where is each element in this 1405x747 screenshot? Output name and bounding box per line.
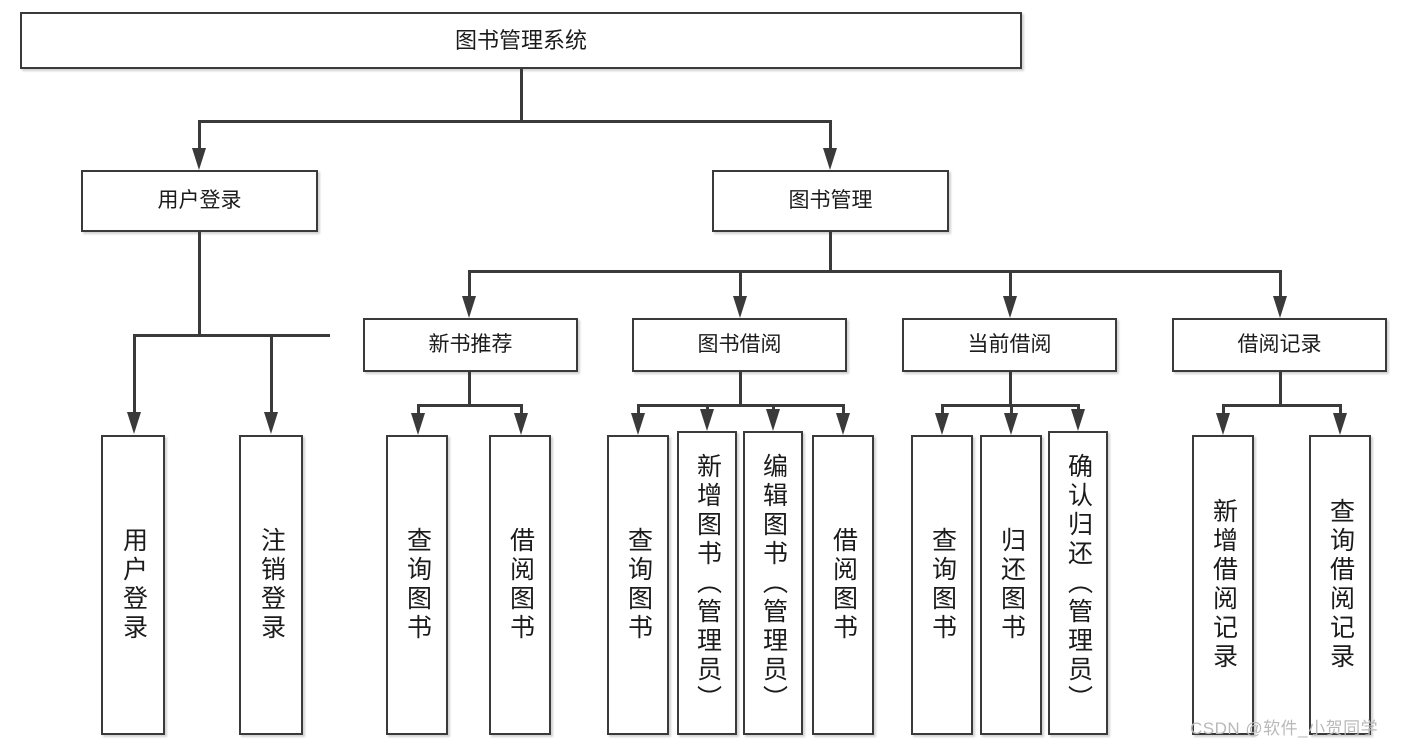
connector-drop-leaf-logout — [270, 334, 273, 414]
connector-drop-query-record — [1339, 404, 1342, 418]
leaf-query-book-newbook[interactable]: 查询图书 — [386, 435, 448, 735]
leaf-return-book[interactable]: 归还图书 — [980, 435, 1042, 735]
node-book-management-system[interactable]: 图书管理系统 — [20, 12, 1022, 69]
connector-borrow-record-bus — [1222, 404, 1341, 407]
node-label: 图书管理系统 — [454, 27, 587, 53]
leaf-query-book-borrow[interactable]: 查询图书 — [607, 435, 669, 735]
arrowhead-borrow-book-1 — [514, 413, 528, 435]
arrowhead-leaf-logout — [264, 412, 278, 434]
connector-drop-new-book-rec — [468, 270, 471, 298]
connector-root-bus — [198, 120, 832, 123]
node-label: 新书推荐 — [428, 332, 513, 356]
connector-drop-return-book — [1010, 404, 1013, 418]
leaf-borrow-book-borrow[interactable]: 借阅图书 — [812, 435, 874, 735]
node-label: 用户登录 — [119, 527, 148, 643]
node-label: 查询图书 — [403, 527, 432, 643]
leaf-user-login[interactable]: 用户登录 — [101, 435, 165, 735]
node-label: 借阅图书 — [829, 527, 858, 643]
arrowhead-query-record — [1333, 413, 1347, 435]
connector-drop-borrow-record — [1279, 270, 1282, 298]
node-label: 注销登录 — [257, 527, 286, 643]
arrowhead-book-manage — [823, 148, 837, 170]
arrowhead-query-book-1 — [411, 413, 425, 435]
arrowhead-edit-book — [766, 409, 780, 431]
connector-drop-book-manage — [829, 120, 832, 150]
arrowhead-add-book — [700, 409, 714, 431]
node-label: 查询借阅记录 — [1326, 498, 1355, 672]
node-label: 借阅图书 — [506, 527, 535, 643]
csdn-watermark: CSDN @软件_小贺同学 — [1190, 719, 1379, 738]
connector-drop-book-borrow — [739, 270, 742, 298]
node-label: 新增借阅记录 — [1209, 498, 1238, 672]
connector-book-manage-bus — [468, 270, 1282, 273]
node-label: 确认归还（管理员） — [1064, 452, 1093, 714]
connector-book-borrow-stem — [739, 372, 742, 406]
leaf-edit-book-admin[interactable]: 编辑图书（管理员） — [743, 431, 803, 735]
connector-drop-borrow-book-1 — [520, 404, 523, 418]
arrowhead-new-book-rec — [462, 296, 476, 318]
connector-drop-query-book-1 — [417, 404, 420, 418]
node-book-management[interactable]: 图书管理 — [712, 170, 949, 232]
node-label: 借阅记录 — [1237, 332, 1322, 356]
node-label: 图书借阅 — [697, 332, 782, 356]
connector-drop-user-login — [198, 120, 201, 150]
connector-drop-borrow-book-2 — [842, 404, 845, 418]
arrowhead-borrow-record — [1273, 296, 1287, 318]
arrowhead-query-book-3 — [935, 413, 949, 435]
connector-user-login-stem — [198, 232, 201, 334]
node-new-book-recommendation[interactable]: 新书推荐 — [363, 318, 578, 372]
node-label: 查询图书 — [624, 527, 653, 643]
node-user-login[interactable]: 用户登录 — [81, 170, 318, 232]
leaf-borrow-book-newbook[interactable]: 借阅图书 — [489, 435, 551, 735]
arrowhead-confirm-return — [1071, 409, 1085, 431]
node-label: 查询图书 — [928, 527, 957, 643]
arrowhead-leaf-user-login — [127, 412, 141, 434]
connector-drop-query-book-3 — [941, 404, 944, 418]
connector-book-manage-stem — [829, 232, 832, 272]
connector-drop-add-record — [1222, 404, 1225, 418]
node-label: 用户登录 — [157, 188, 242, 212]
node-label: 新增图书（管理员） — [693, 452, 722, 714]
connector-new-book-rec-bus — [417, 404, 522, 407]
node-current-borrow[interactable]: 当前借阅 — [902, 318, 1117, 372]
connector-book-borrow-bus — [637, 404, 845, 407]
node-label: 图书管理 — [788, 188, 873, 212]
node-borrow-record[interactable]: 借阅记录 — [1172, 318, 1387, 372]
connector-drop-current-borrow — [1009, 270, 1012, 298]
leaf-confirm-return-admin[interactable]: 确认归还（管理员） — [1048, 431, 1108, 735]
leaf-add-book-admin[interactable]: 新增图书（管理员） — [677, 431, 737, 735]
leaf-add-borrow-record[interactable]: 新增借阅记录 — [1192, 435, 1254, 735]
connector-borrow-record-stem — [1279, 372, 1282, 406]
node-book-borrow[interactable]: 图书借阅 — [632, 318, 847, 372]
arrowhead-add-record — [1216, 413, 1230, 435]
connector-current-borrow-stem — [1009, 372, 1012, 406]
arrowhead-borrow-book-2 — [836, 413, 850, 435]
node-label: 编辑图书（管理员） — [759, 452, 788, 714]
arrowhead-book-borrow — [733, 296, 747, 318]
leaf-logout-login[interactable]: 注销登录 — [239, 435, 303, 735]
connector-new-book-rec-stem — [468, 372, 471, 406]
connector-user-login-bus — [133, 334, 330, 337]
connector-root-stem — [520, 69, 523, 120]
connector-drop-leaf-user-login — [133, 334, 136, 414]
connector-drop-query-book-2 — [637, 404, 640, 418]
arrowhead-user-login — [192, 148, 206, 170]
leaf-query-borrow-record[interactable]: 查询借阅记录 — [1309, 435, 1371, 735]
arrowhead-query-book-2 — [631, 413, 645, 435]
arrowhead-return-book — [1004, 413, 1018, 435]
leaf-query-book-current[interactable]: 查询图书 — [911, 435, 973, 735]
arrowhead-current-borrow — [1003, 296, 1017, 318]
node-label: 归还图书 — [997, 527, 1026, 643]
node-label: 当前借阅 — [967, 332, 1052, 356]
